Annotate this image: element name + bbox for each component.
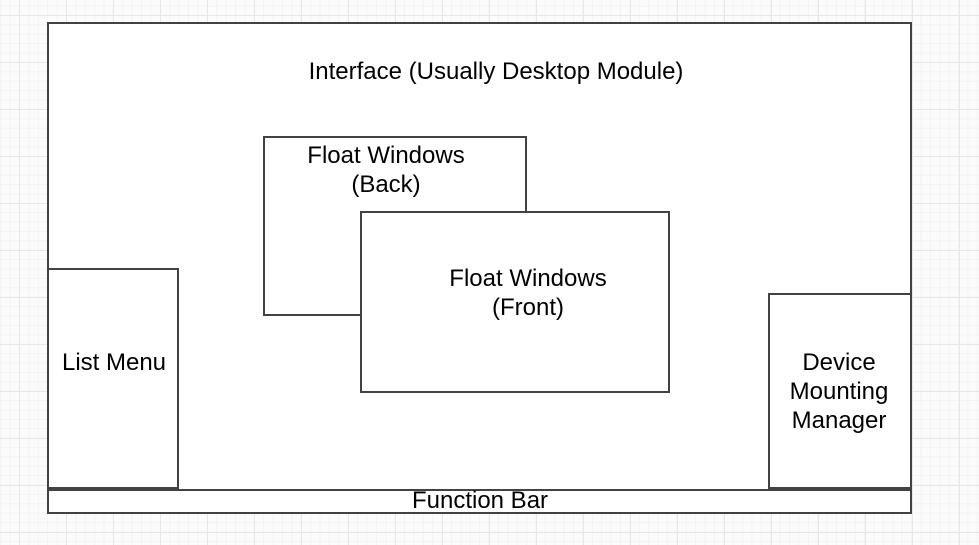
device-mounting-manager-label-line3: Manager — [791, 407, 887, 434]
float-window-front-label-line2: (Front) — [491, 294, 564, 321]
float-window-back-label: Float Windows (Back) — [307, 141, 464, 199]
float-window-front-box — [360, 211, 670, 393]
device-mounting-manager-label-line1: Device — [802, 349, 876, 376]
float-window-back-label-line2: (Back) — [351, 171, 421, 198]
function-bar-label: Function Bar — [411, 487, 549, 514]
list-menu-label: List Menu — [61, 349, 167, 376]
float-window-back-label-line1: Float Windows — [307, 142, 465, 169]
device-mounting-manager-label: Device Mounting Manager — [790, 348, 889, 435]
float-window-front-label-line1: Float Windows — [449, 265, 607, 292]
list-menu-box — [47, 268, 179, 489]
device-mounting-manager-label-line2: Mounting — [789, 378, 889, 405]
function-bar-box — [47, 489, 912, 514]
float-window-front-label: Float Windows (Front) — [449, 264, 606, 322]
interface-label: Interface (Usually Desktop Module) — [308, 58, 684, 85]
device-mounting-manager-box — [768, 293, 912, 489]
